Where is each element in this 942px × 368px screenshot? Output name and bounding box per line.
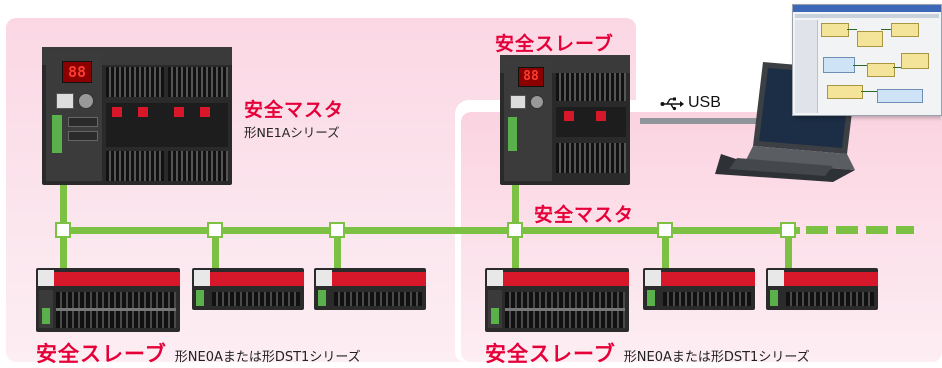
software-window-screenshot	[792, 4, 942, 116]
left-master-series: 形NE1Aシリーズ	[244, 125, 340, 140]
bus-drop-5	[662, 234, 669, 272]
usb-label-group: USB	[660, 94, 721, 112]
bus-continuation-dash-2	[836, 226, 858, 234]
network-node-6	[780, 222, 796, 238]
safety-controller-right: 88	[500, 55, 630, 185]
seven-segment-display-right: 88	[518, 67, 544, 87]
bottom-left-caption: 安全スレーブ 形NE0Aまたは形DST1シリーズ	[36, 338, 361, 368]
bottom-right-caption: 安全スレーブ 形NE0Aまたは形DST1シリーズ	[485, 338, 810, 368]
usb-icon	[660, 96, 684, 111]
safety-slave-3	[314, 268, 426, 310]
right-master-title: 安全マスタ	[534, 204, 635, 226]
top-slave-title: 安全スレーブ	[495, 33, 614, 55]
bus-continuation-dash-4	[896, 226, 914, 234]
network-node-4	[507, 222, 523, 238]
bus-drop-1	[60, 234, 67, 272]
usb-cable	[640, 118, 780, 124]
bus-master-drop-left	[60, 185, 67, 227]
bus-continuation-dash-3	[866, 226, 888, 234]
network-bus-main	[60, 227, 800, 234]
bottom-right-slave-title: 安全スレーブ	[485, 342, 616, 366]
bus-master-drop-right	[512, 185, 519, 227]
bus-continuation-dash-1	[806, 226, 828, 234]
bus-drop-2	[212, 234, 219, 272]
safety-slave-1	[36, 268, 180, 332]
seven-segment-display-left: 88	[62, 61, 92, 83]
safety-slave-2	[192, 268, 304, 310]
bus-drop-4	[512, 234, 519, 272]
safety-slave-4	[485, 268, 629, 332]
bottom-right-slave-series: 形NE0Aまたは形DST1シリーズ	[623, 350, 810, 365]
network-node-3	[329, 222, 345, 238]
bottom-left-slave-series: 形NE0Aまたは形DST1シリーズ	[174, 350, 361, 365]
usb-text: USB	[688, 94, 721, 111]
bus-drop-3	[334, 234, 341, 272]
left-master-title: 安全マスタ	[244, 99, 345, 121]
network-node-5	[657, 222, 673, 238]
network-node-1	[55, 222, 71, 238]
bottom-left-slave-title: 安全スレーブ	[36, 342, 167, 366]
safety-slave-6	[766, 268, 878, 310]
network-node-2	[207, 222, 223, 238]
bus-drop-6	[785, 234, 792, 272]
safety-slave-5	[643, 268, 755, 310]
safety-master-controller-left: 88	[42, 47, 232, 185]
